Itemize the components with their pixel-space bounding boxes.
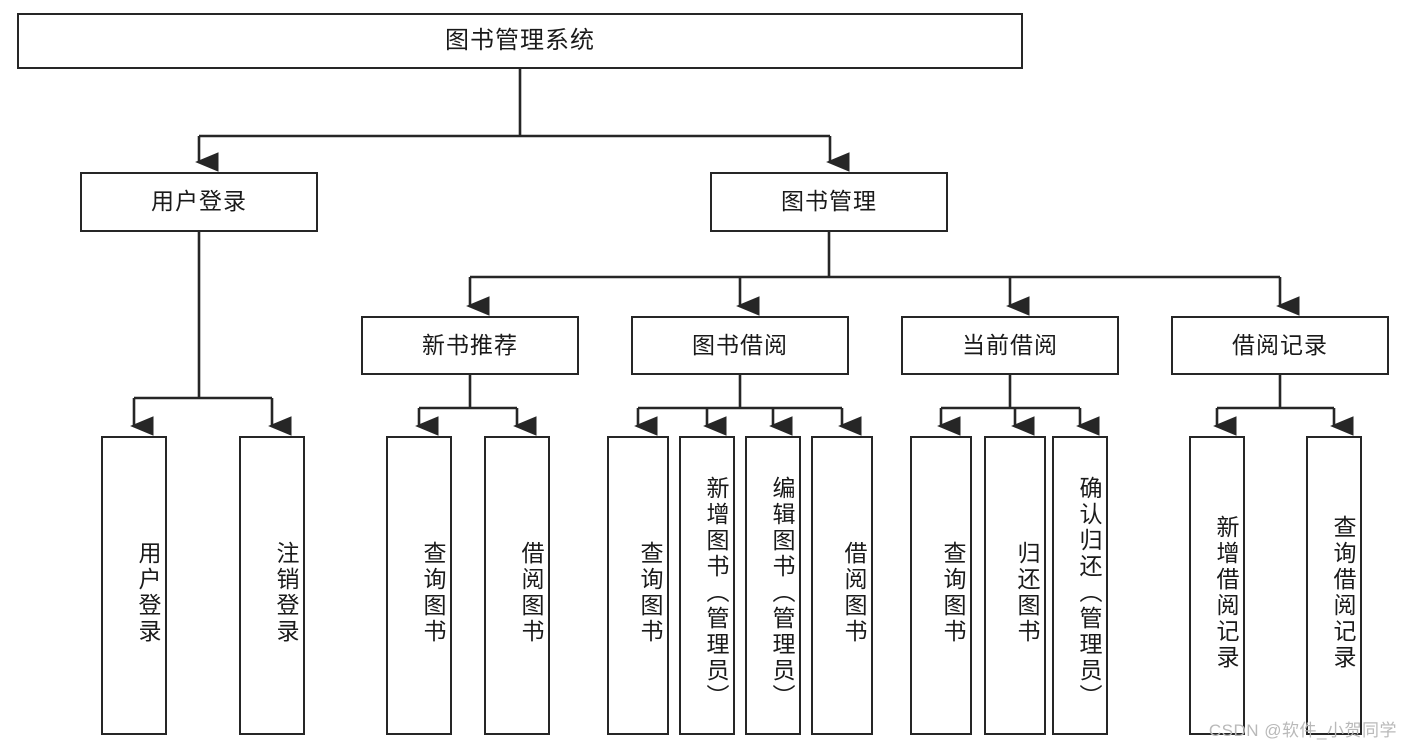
node-label: 查询图书 (637, 540, 663, 645)
node-label: 借阅图书 (518, 540, 544, 645)
node-label: 归还图书 (1014, 540, 1040, 645)
node-label: 借阅图书 (841, 540, 867, 645)
node-leaf-add-borrow-record[interactable]: 新增借阅记录 (1189, 436, 1245, 735)
node-leaf-query-book-borrow[interactable]: 查询图书 (607, 436, 669, 735)
node-label: 新增借阅记录 (1213, 514, 1239, 671)
node-label: 借阅记录 (1232, 331, 1328, 358)
node-label: 注销登录 (273, 540, 299, 645)
node-leaf-borrow-book-rec[interactable]: 借阅图书 (484, 436, 550, 735)
node-label: 确认归还（管理员） (1076, 475, 1102, 710)
node-new-book-recommend[interactable]: 新书推荐 (361, 316, 579, 375)
node-borrow-record[interactable]: 借阅记录 (1171, 316, 1389, 375)
node-label: 新增图书（管理员） (703, 475, 729, 710)
node-leaf-confirm-return-admin[interactable]: 确认归还（管理员） (1052, 436, 1108, 735)
node-leaf-return-book[interactable]: 归还图书 (984, 436, 1046, 735)
node-book-manage[interactable]: 图书管理 (710, 172, 948, 232)
node-label: 编辑图书（管理员） (769, 475, 795, 710)
node-label: 查询图书 (940, 540, 966, 645)
node-leaf-user-login[interactable]: 用户登录 (101, 436, 167, 735)
node-label: 用户登录 (151, 188, 247, 215)
node-label: 新书推荐 (422, 331, 518, 358)
node-label: 当前借阅 (962, 331, 1058, 358)
node-leaf-query-book-rec[interactable]: 查询图书 (386, 436, 452, 735)
node-leaf-borrow-book[interactable]: 借阅图书 (811, 436, 873, 735)
node-label: 查询图书 (420, 540, 446, 645)
node-leaf-query-borrow-record[interactable]: 查询借阅记录 (1306, 436, 1362, 735)
node-label: 查询借阅记录 (1330, 514, 1356, 671)
node-user-login[interactable]: 用户登录 (80, 172, 318, 232)
node-leaf-query-book-cur[interactable]: 查询图书 (910, 436, 972, 735)
csdn-watermark: CSDN @软件_小贺同学 (1208, 721, 1397, 740)
node-label: 图书管理系统 (445, 26, 595, 54)
node-current-borrow[interactable]: 当前借阅 (901, 316, 1119, 375)
node-label: 图书借阅 (692, 331, 788, 358)
node-label: 图书管理 (781, 188, 877, 215)
node-leaf-add-book-admin[interactable]: 新增图书（管理员） (679, 436, 735, 735)
node-leaf-edit-book-admin[interactable]: 编辑图书（管理员） (745, 436, 801, 735)
node-leaf-user-logout[interactable]: 注销登录 (239, 436, 305, 735)
node-book-borrow[interactable]: 图书借阅 (631, 316, 849, 375)
node-root-system[interactable]: 图书管理系统 (17, 13, 1023, 69)
node-label: 用户登录 (135, 540, 161, 645)
